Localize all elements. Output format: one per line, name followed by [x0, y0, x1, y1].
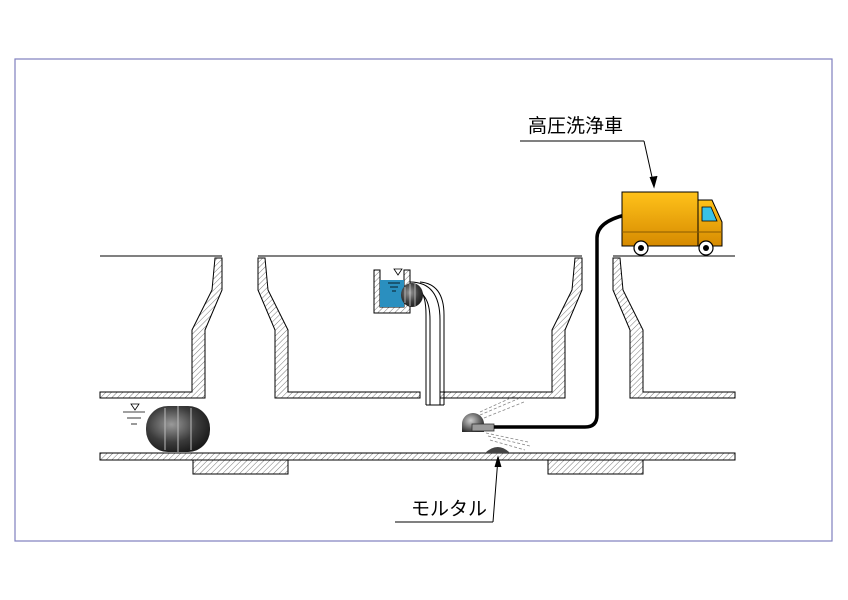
water-tank	[373, 268, 411, 314]
truck-icon	[621, 191, 723, 256]
water-level-symbol	[123, 403, 145, 425]
center-basin	[257, 257, 583, 399]
hose	[494, 213, 626, 429]
truck-label-leader	[520, 140, 658, 189]
water-jet-spray	[479, 395, 531, 451]
mortar-label: モルタル	[411, 498, 488, 520]
mortar-label-leader	[395, 455, 502, 523]
truck-label: 高圧洗浄車	[528, 115, 624, 137]
sewer-plug-ball	[146, 406, 210, 452]
mortar-deposit	[485, 447, 510, 453]
pipe-bend-joint	[401, 283, 423, 307]
drawing-frame	[14, 58, 833, 542]
right-manhole-wall	[612, 257, 736, 399]
sewer-pipe	[99, 452, 736, 475]
water-level-symbol	[393, 268, 403, 276]
left-manhole-wall	[99, 257, 223, 399]
